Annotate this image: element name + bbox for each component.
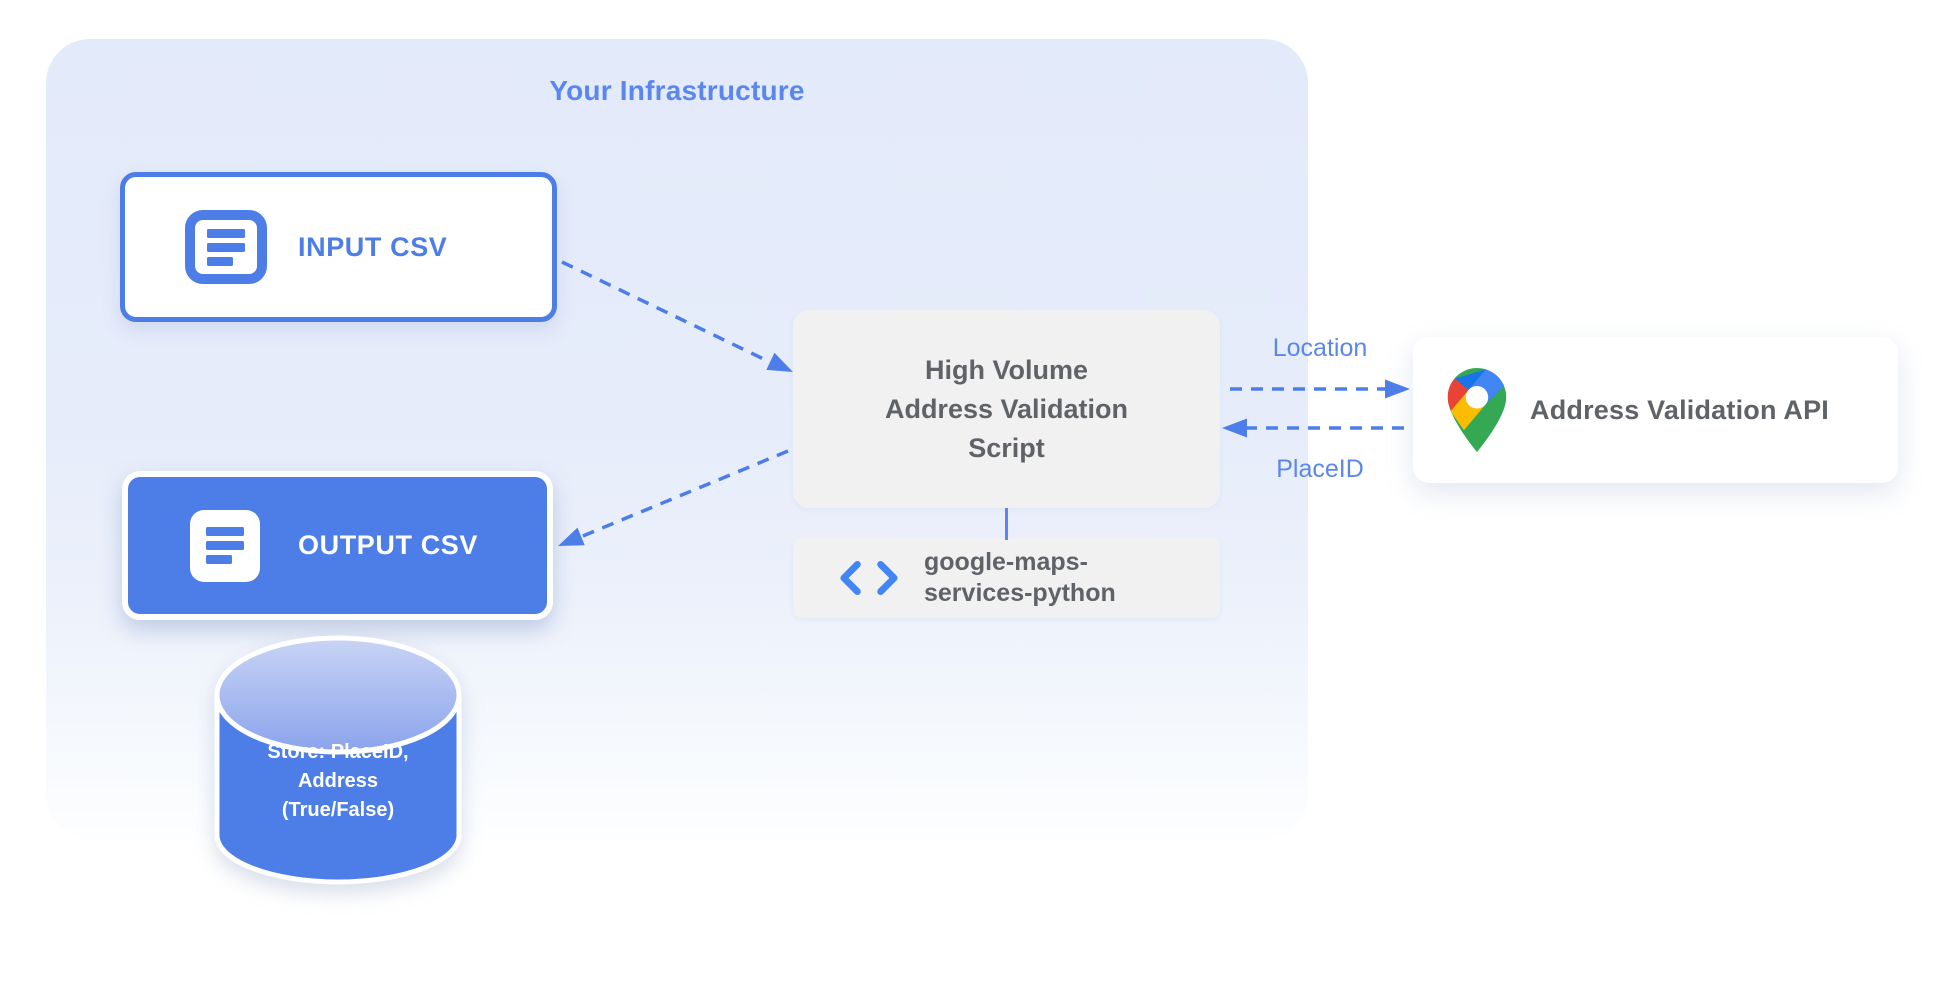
document-icon	[190, 509, 260, 582]
library-node: google-maps- services-python	[793, 538, 1220, 618]
location-edge-label: Location	[1272, 334, 1368, 362]
arrowhead	[1385, 379, 1410, 399]
infrastructure-title: Your Infrastructure	[549, 75, 805, 106]
api-node: Address Validation API	[1413, 337, 1898, 483]
google-maps-pin-icon	[1447, 368, 1507, 452]
output-csv-label: OUTPUT CSV	[298, 530, 479, 560]
script-node: High Volume Address Validation Script	[793, 310, 1220, 508]
document-icon	[185, 210, 267, 284]
output-csv-node: OUTPUT CSV	[122, 471, 553, 620]
database-icon	[214, 635, 462, 885]
code-icon	[840, 561, 898, 595]
datastore-label: Store: PlaceID, Address (True/False)	[267, 741, 409, 821]
input-csv-node: INPUT CSV	[120, 172, 557, 322]
placeid-edge-label: PlaceID	[1276, 455, 1364, 483]
input-csv-label: INPUT CSV	[298, 231, 448, 262]
api-label: Address Validation API	[1530, 394, 1829, 425]
library-label: google-maps- services-python	[924, 548, 1116, 607]
